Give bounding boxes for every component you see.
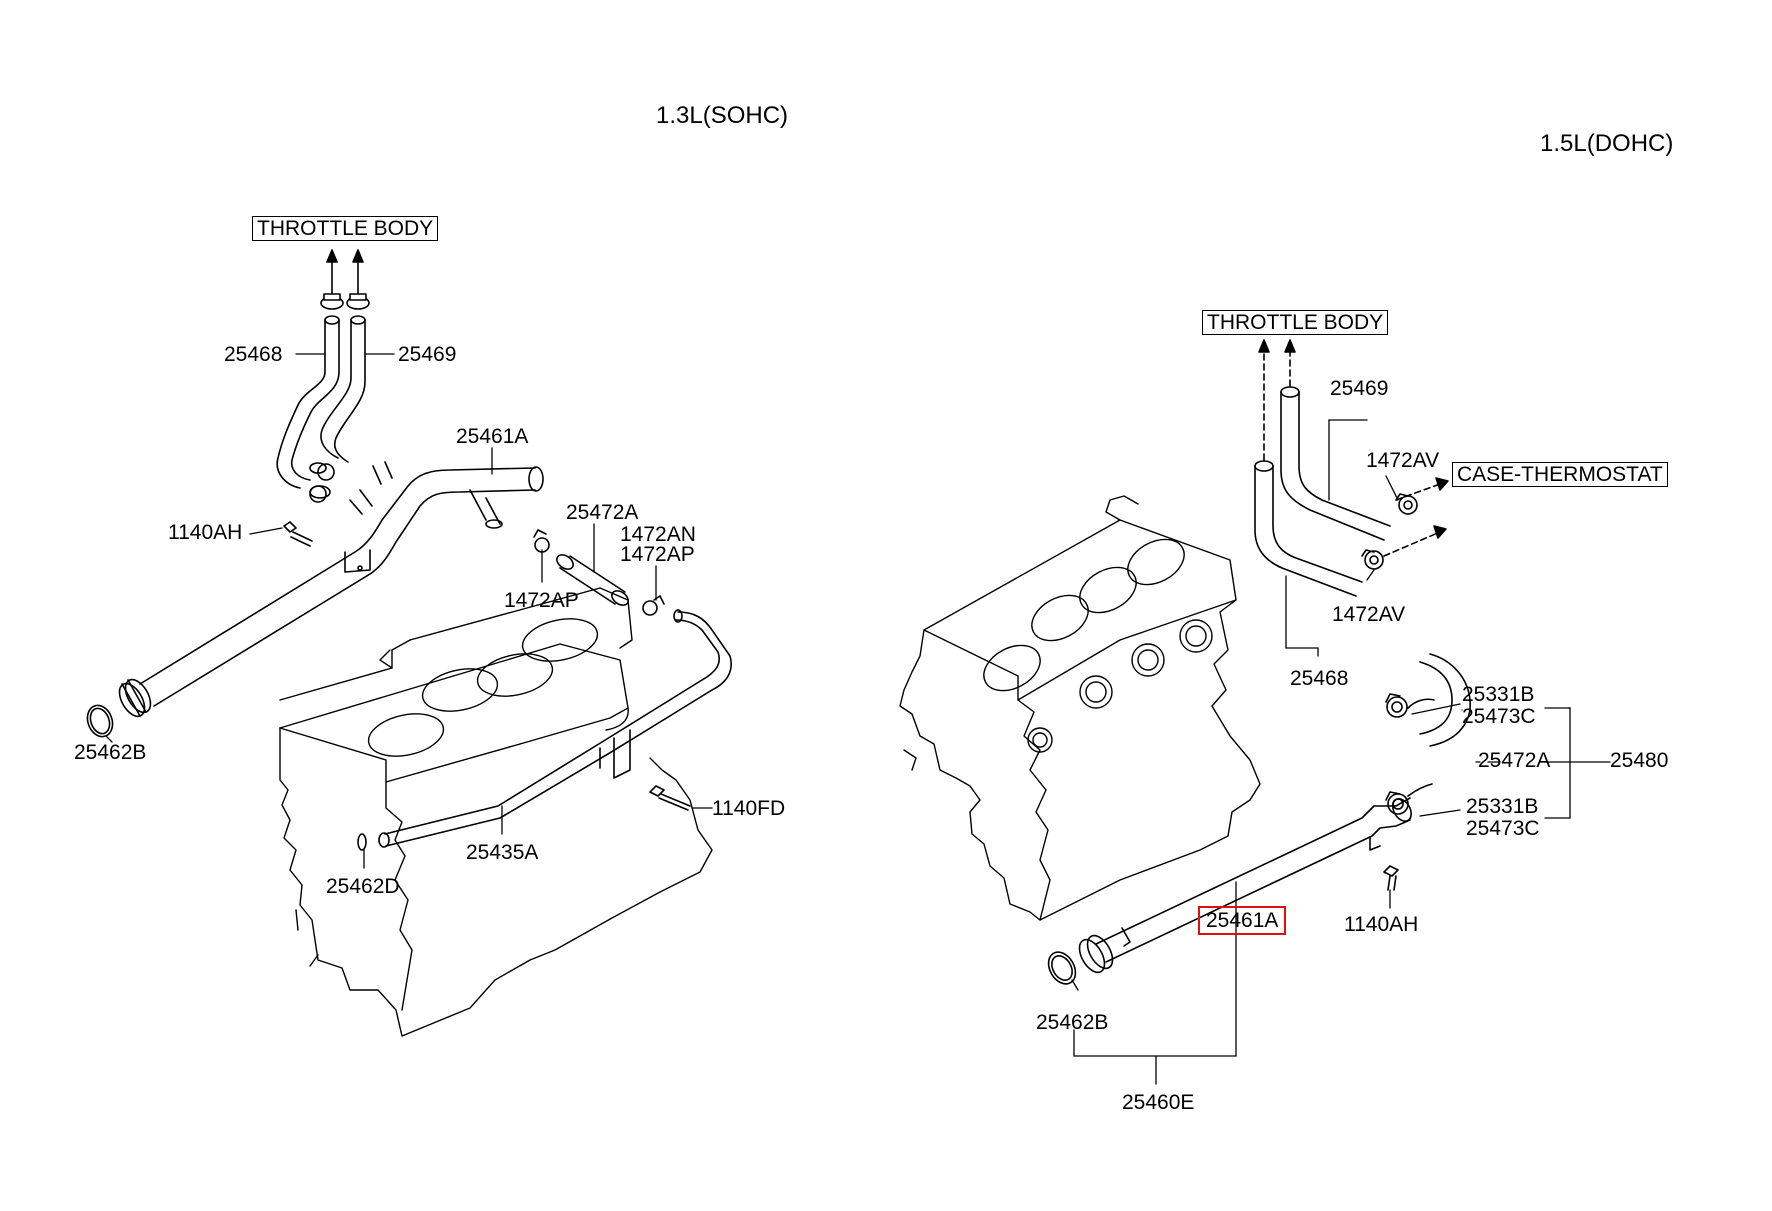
dohc-part-25473C-bottom[interactable]: 25473C: [1466, 817, 1540, 840]
sohc-part-25462D[interactable]: 25462D: [326, 875, 400, 898]
sohc-part-25472A[interactable]: 25472A: [566, 501, 639, 524]
dohc-part-25480[interactable]: 25480: [1610, 749, 1669, 772]
dohc-case-thermostat-label: CASE-THERMOSTAT: [1452, 462, 1668, 487]
dohc-part-25468[interactable]: 25468: [1290, 667, 1349, 690]
sohc-bolt-1140AH: [283, 521, 313, 547]
dohc-part-1472AV-top[interactable]: 1472AV: [1366, 449, 1440, 472]
sohc-part-25435A[interactable]: 25435A: [466, 841, 539, 864]
dohc-part-25473C-top[interactable]: 25473C: [1462, 705, 1536, 728]
dohc-part-25472A[interactable]: 25472A: [1478, 749, 1551, 772]
dohc-water-pipe-25461A: [1078, 797, 1412, 974]
sohc-part-1472AN[interactable]: 1472AN: [620, 523, 696, 546]
sohc-bolt-1140FD: [649, 785, 691, 811]
dohc-engine-block: [899, 495, 1261, 921]
dohc-bolt-1140AH: [1383, 865, 1399, 891]
sohc-part-1472AP-top[interactable]: 1472AP: [620, 543, 695, 566]
dohc-throttle-hoses: [1254, 386, 1418, 597]
sohc-throttle-hoses: [276, 315, 366, 503]
dohc-part-25460E[interactable]: 25460E: [1122, 1091, 1195, 1114]
sohc-hose-25472A: [533, 529, 665, 616]
sohc-part-1140FD[interactable]: 1140FD: [712, 797, 786, 820]
sohc-water-pipe-25461A: [118, 461, 544, 718]
sohc-leader-lines: [105, 353, 713, 869]
sohc-part-25469[interactable]: 25469: [398, 343, 457, 366]
sohc-water-pipe-25435A: [378, 609, 732, 848]
dohc-o-ring-25462B: [1047, 951, 1077, 985]
dohc-part-25462B[interactable]: 25462B: [1036, 1011, 1109, 1034]
sohc-part-25468[interactable]: 25468: [224, 343, 283, 366]
sohc-throttle-arrows: [326, 249, 364, 297]
sohc-part-1472AP-left[interactable]: 1472AP: [504, 589, 579, 612]
dohc-part-25469[interactable]: 25469: [1330, 377, 1389, 400]
dohc-part-25461A-highlighted[interactable]: 25461A: [1198, 906, 1287, 935]
dohc-part-1140AH[interactable]: 1140AH: [1344, 913, 1419, 936]
dohc-part-25331B-top[interactable]: 25331B: [1462, 683, 1535, 706]
sohc-part-25462B[interactable]: 25462B: [74, 741, 147, 764]
variant-title-dohc: 1.5L(DOHC): [1540, 130, 1674, 157]
dohc-leader-lines: [1071, 419, 1611, 1085]
sohc-throttle-body-label: THROTTLE BODY: [252, 216, 439, 241]
sohc-engine-block: [279, 587, 713, 1037]
dohc-part-25331B-bottom[interactable]: 25331B: [1466, 795, 1539, 818]
sohc-o-ring-25462D: [357, 833, 367, 851]
dohc-throttle-arrows: [1258, 339, 1296, 461]
sohc-top-clamps: [320, 293, 370, 310]
sohc-o-ring-25462B: [86, 704, 114, 738]
sohc-part-25461A[interactable]: 25461A: [456, 425, 529, 448]
dohc-throttle-body-label: THROTTLE BODY: [1202, 310, 1389, 335]
variant-title-sohc: 1.3L(SOHC): [656, 102, 789, 129]
dohc-thermostat-arrows: [1383, 477, 1449, 557]
dohc-hose-25472A: [1385, 653, 1471, 815]
sohc-part-1140AH[interactable]: 1140AH: [168, 521, 243, 544]
dohc-part-1472AV-bottom[interactable]: 1472AV: [1332, 603, 1406, 626]
